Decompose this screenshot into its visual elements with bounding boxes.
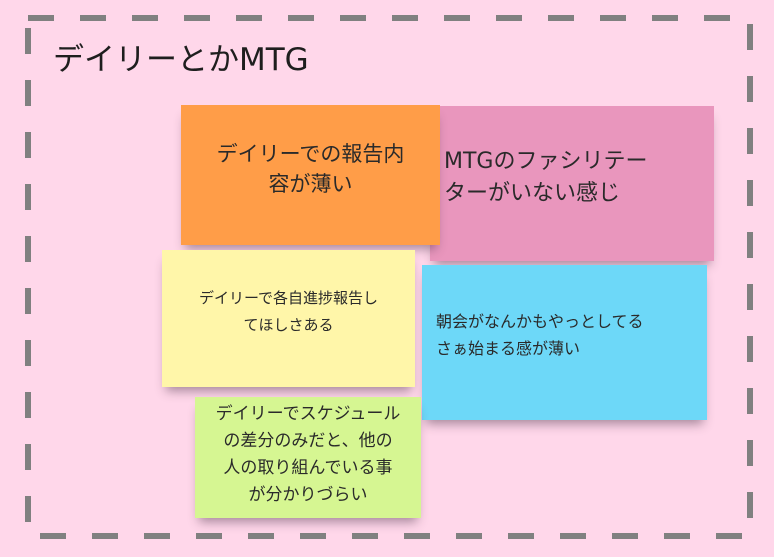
sticky-note-pink[interactable]: MTGのファシリテー ターがいない感じ — [430, 106, 714, 261]
sticky-note-text: 朝会がなんかもやっとしてる さぁ始まる感が薄い — [436, 311, 644, 358]
sticky-note-text: デイリーでの報告内 容が薄い — [216, 142, 405, 196]
sticky-note-orange[interactable]: デイリーでの報告内 容が薄い — [181, 105, 440, 245]
sticky-note-text: デイリーでスケジュール の差分のみだと、他の 人の取り組んでいる事 が分かりづら… — [215, 403, 401, 505]
sticky-note-green[interactable]: デイリーでスケジュール の差分のみだと、他の 人の取り組んでいる事 が分かりづら… — [195, 397, 421, 518]
sticky-note-blue[interactable]: 朝会がなんかもやっとしてる さぁ始まる感が薄い — [422, 265, 707, 420]
sticky-note-yellow[interactable]: デイリーで各自進捗報告し てほしさある — [162, 250, 415, 387]
frame-title: デイリーとかMTG — [53, 42, 309, 78]
sticky-note-text: MTGのファシリテー ターがいない感じ — [444, 148, 648, 206]
sticky-note-text: デイリーで各自進捗報告し てほしさある — [198, 288, 379, 334]
